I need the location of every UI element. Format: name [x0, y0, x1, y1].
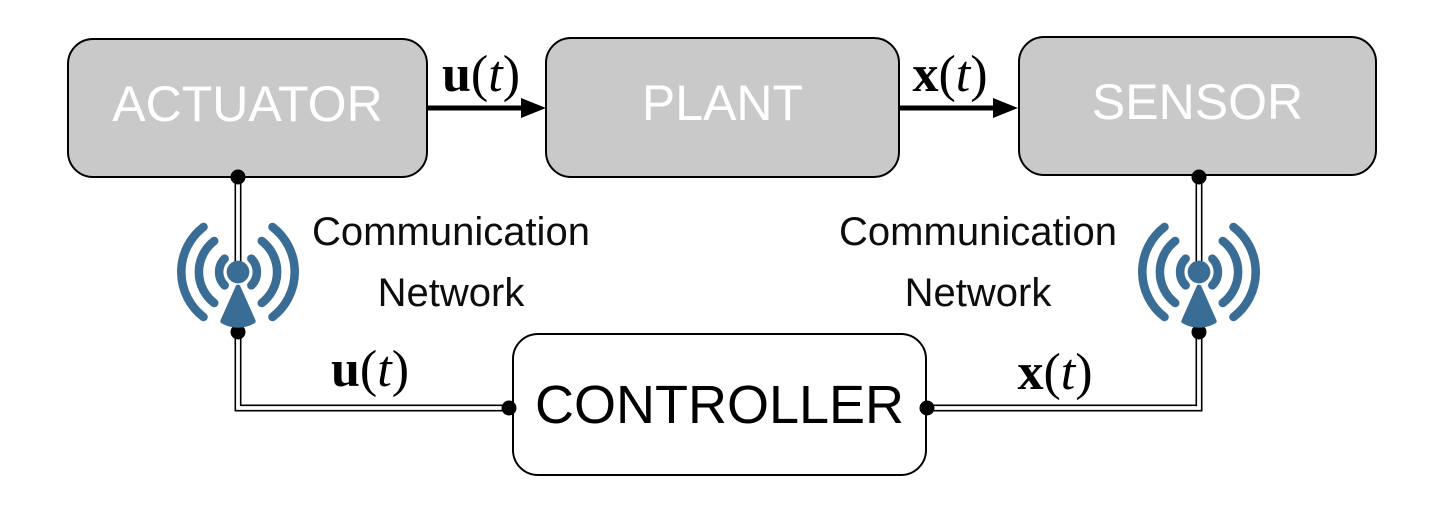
block-controller: CONTROLLER [512, 333, 927, 476]
connection-node-antenna-right [1191, 324, 1207, 340]
signal-label-x-sensor-feedback: x(t) [1017, 347, 1092, 399]
connection-node-antenna-left [230, 324, 246, 340]
block-actuator: ACTUATOR [67, 38, 428, 178]
signal-variable: t [488, 46, 503, 103]
network-label-left-line1: Communication [312, 210, 590, 254]
paren-open: ( [1043, 344, 1061, 401]
paren-close: ) [391, 341, 410, 398]
network-label-right-line2: Network [904, 271, 1052, 315]
signal-label-u-controller-feedback: u(t) [331, 344, 409, 396]
block-plant: PLANT [545, 37, 900, 178]
antenna-icon-right [1138, 222, 1260, 328]
network-label-right: Communication Network [798, 202, 1158, 324]
paren-close: ) [1075, 344, 1093, 401]
block-actuator-label: ACTUATOR [112, 75, 383, 132]
paren-close: ) [970, 46, 988, 103]
signal-vector: u [441, 46, 471, 103]
signal-label-x-plant-sensor: x(t) [912, 49, 987, 101]
paren-open: ( [359, 341, 378, 398]
signal-vector: x [912, 46, 939, 103]
signal-variable: t [955, 46, 971, 103]
paren-open: ( [938, 46, 956, 103]
signal-variable: t [377, 341, 392, 398]
signal-variable: t [1060, 344, 1076, 401]
block-plant-label: PLANT [641, 75, 804, 131]
network-label-left-line2: Network [377, 271, 525, 315]
network-label-left: Communication Network [271, 202, 631, 324]
block-controller-label: CONTROLLER [534, 374, 905, 435]
paren-close: ) [502, 46, 521, 103]
block-sensor-label: SENSOR [1091, 73, 1304, 130]
signal-vector: u [330, 341, 360, 398]
block-sensor: SENSOR [1018, 36, 1377, 176]
signal-label-u-actuator-plant: u(t) [442, 49, 520, 101]
signal-vector: x [1017, 344, 1044, 401]
paren-open: ( [470, 46, 489, 103]
network-label-right-line1: Communication [839, 210, 1117, 254]
